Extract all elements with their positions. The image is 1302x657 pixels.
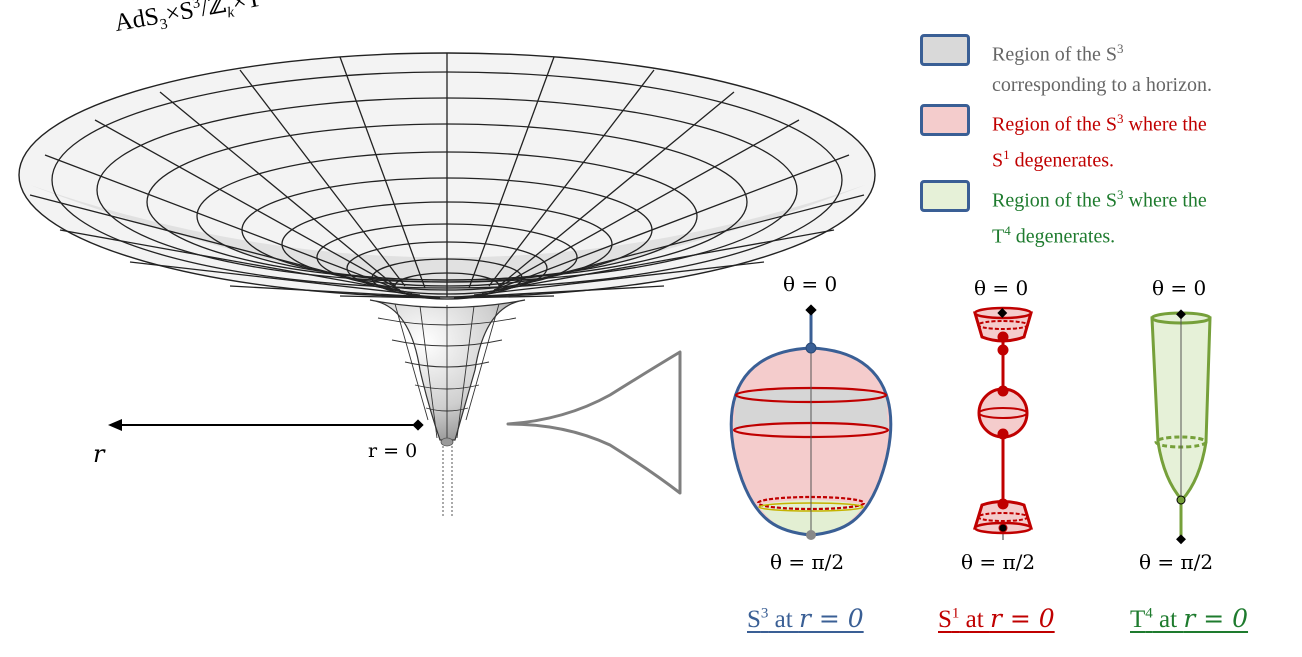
theta-bottom-t4: θ = π/2 [1139, 550, 1214, 574]
legend-t4: Region of the S3 where the T4 degenerate… [920, 180, 1207, 251]
legend-swatch-gray [920, 34, 970, 66]
theta-bottom-s3: θ = π/2 [770, 550, 845, 574]
legend-swatch-pink [920, 104, 970, 136]
theta-top-s3: θ = 0 [783, 272, 838, 296]
s1-degenerate-chain [972, 306, 1034, 540]
theta-top-t4: θ = 0 [1152, 276, 1207, 300]
funnel-surface [18, 52, 876, 517]
s3-sphere [729, 304, 893, 540]
caption-t4: T4 at r = 0 [1130, 604, 1249, 633]
legend-s1: Region of the S3 where the S1 degenerate… [920, 104, 1207, 175]
zoom-horn [506, 350, 682, 495]
r-zero-label: r = 0 [368, 440, 418, 462]
legend-swatch-green [920, 180, 970, 212]
t4-degenerate-tube [1150, 309, 1212, 545]
caption-s1: S1 at r = 0 [938, 604, 1055, 633]
theta-top-s1: θ = 0 [974, 276, 1029, 300]
caption-s3: S3 at r = 0 [747, 604, 864, 633]
theta-bottom-s1: θ = π/2 [961, 550, 1036, 574]
legend-horizon: Region of the S3 corresponding to a hori… [920, 34, 1212, 100]
r-axis [108, 419, 424, 431]
r-axis-label: r [93, 440, 105, 468]
